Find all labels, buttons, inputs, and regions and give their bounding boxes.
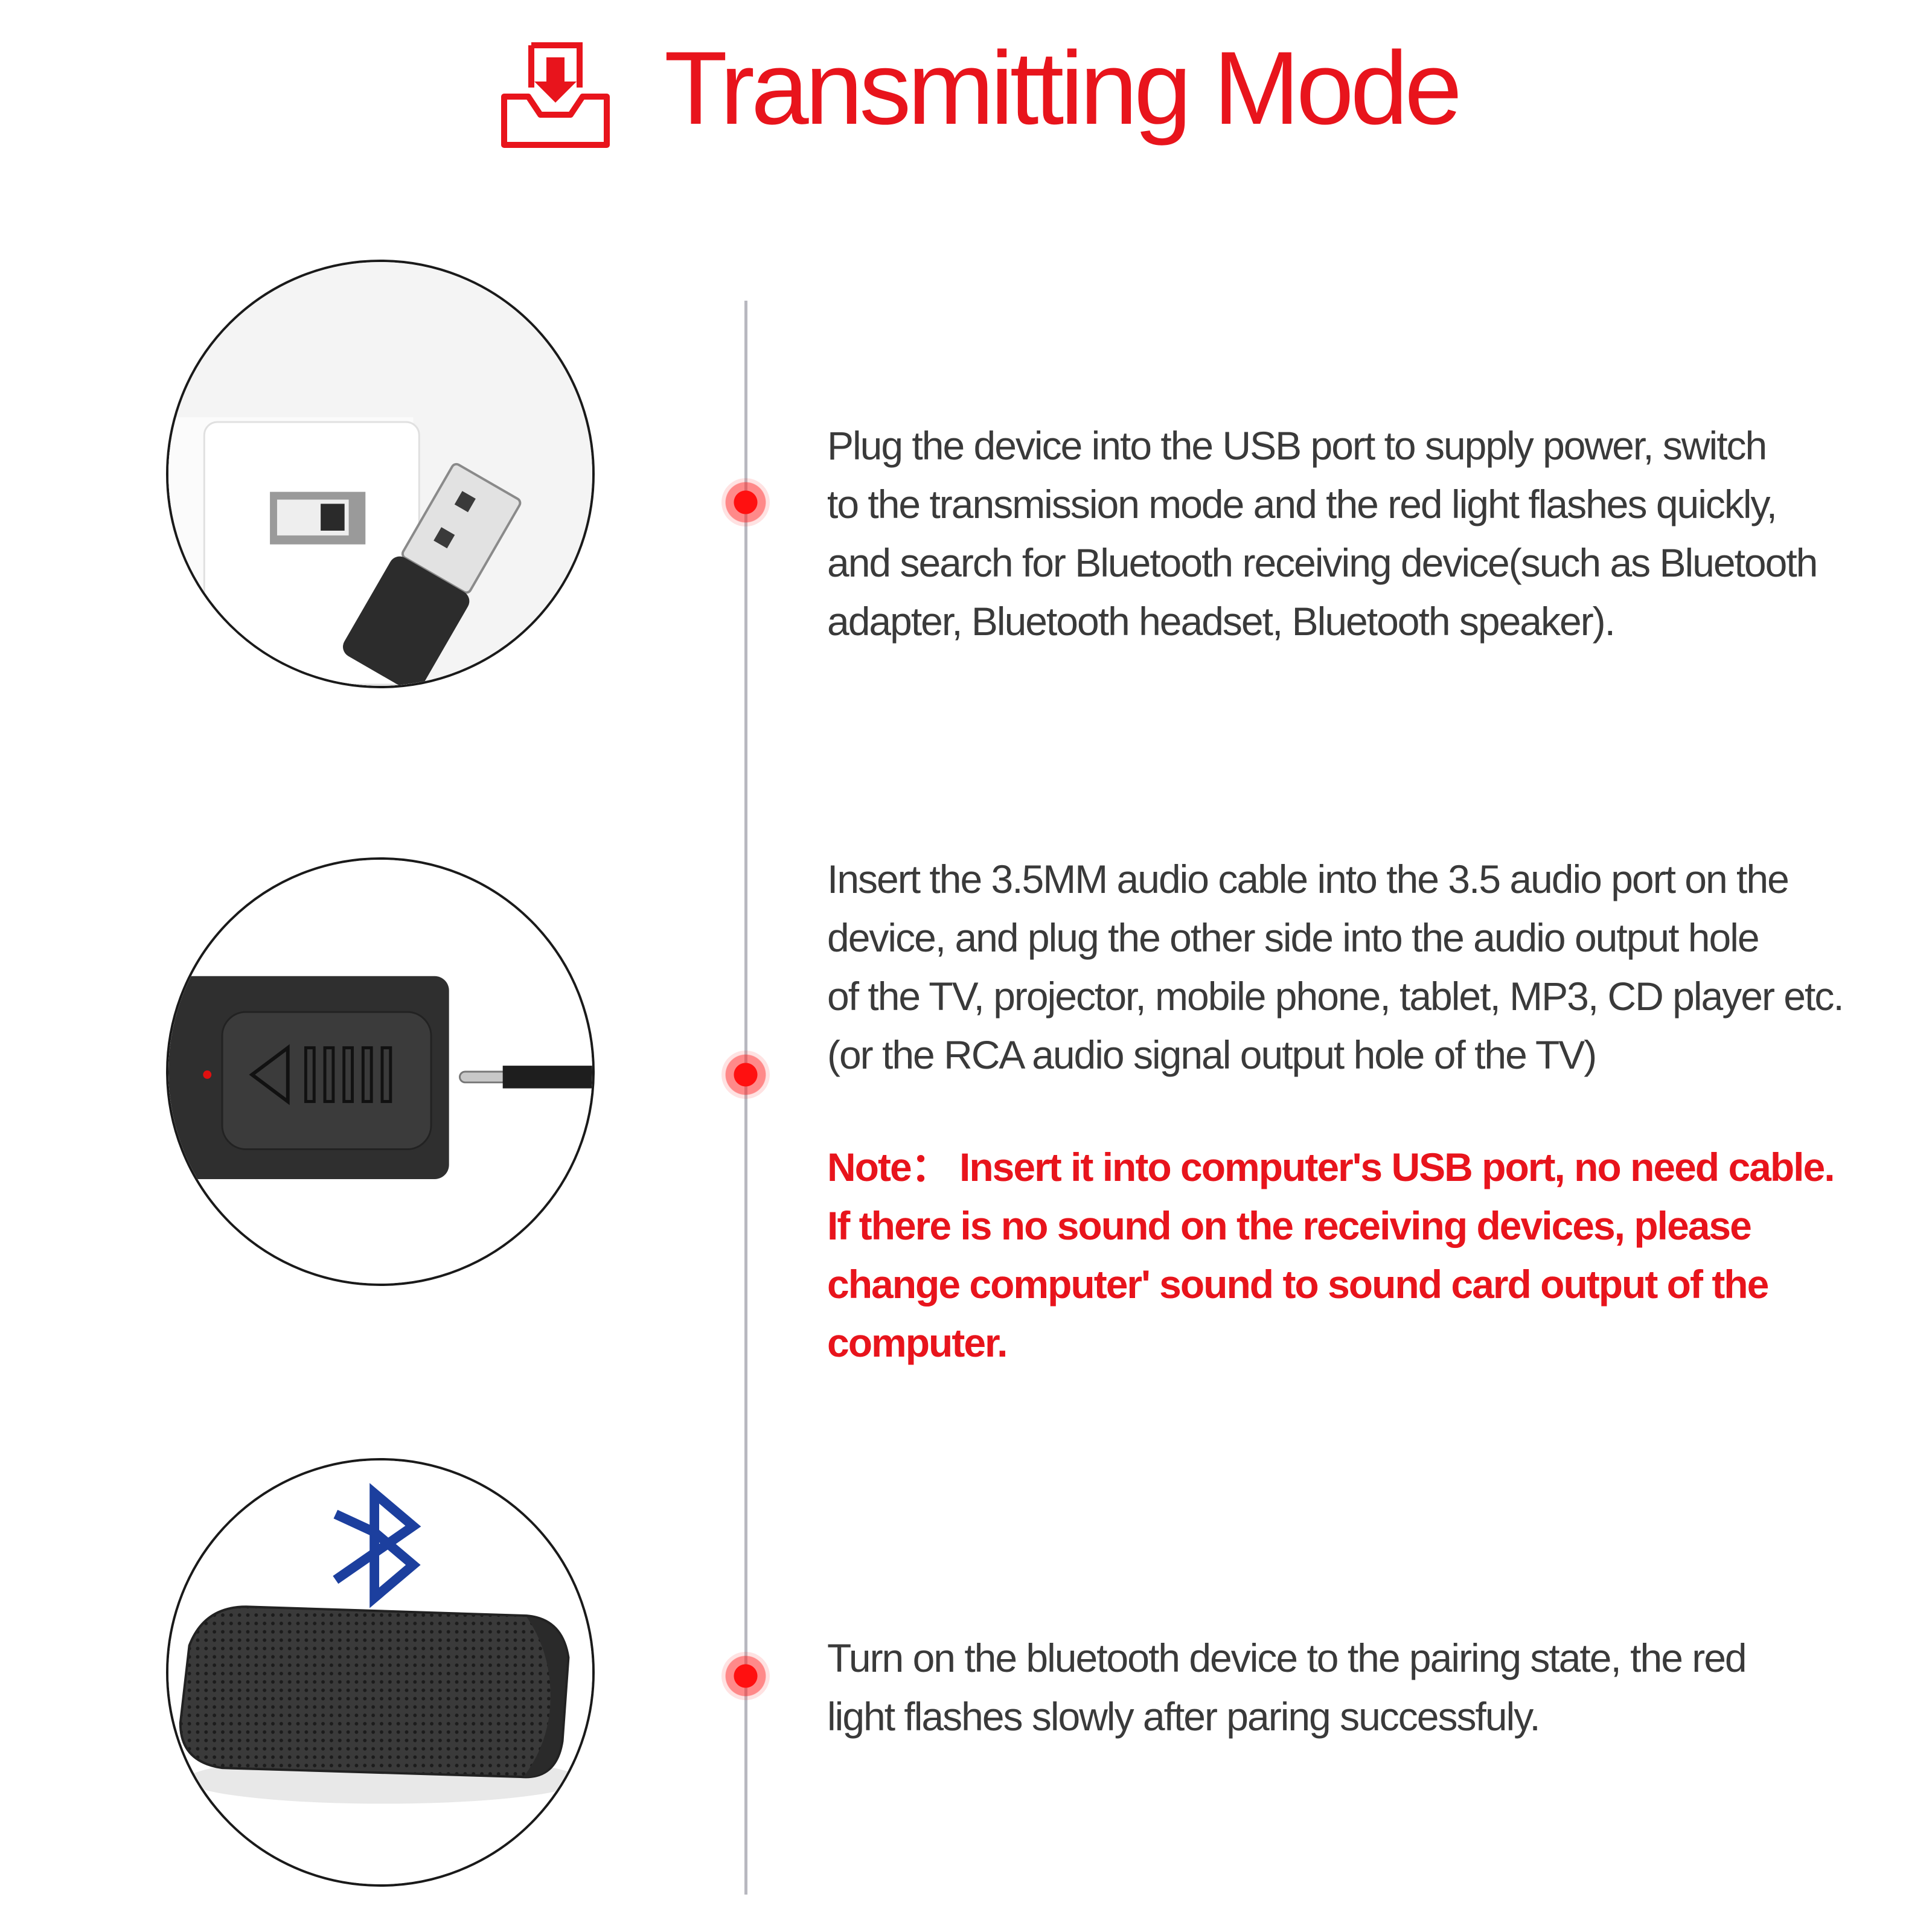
- step-3-marker: [721, 1652, 770, 1700]
- step-1-marker: [721, 478, 770, 526]
- download-tray-icon: [501, 42, 610, 148]
- page-title: Transmitting Mode: [664, 30, 1462, 146]
- note-text: Note： Insert it into computer's USB port…: [827, 1145, 1835, 1365]
- usb-adapter-plug-image: [166, 260, 595, 688]
- step-2-text: Insert the 3.5MM audio cable into the 3.…: [827, 857, 1844, 1077]
- step-1-text: Plug the device into the USB port to sup…: [827, 423, 1818, 644]
- step-3-text: Turn on the bluetooth device to the pair…: [827, 1636, 1747, 1739]
- audio-cable-adapter-image: [166, 857, 595, 1286]
- bluetooth-icon: [333, 1483, 421, 1608]
- bluetooth-speaker-image: [166, 1458, 595, 1887]
- step-2-marker: [721, 1051, 770, 1099]
- header: Transmitting Mode: [0, 24, 1932, 157]
